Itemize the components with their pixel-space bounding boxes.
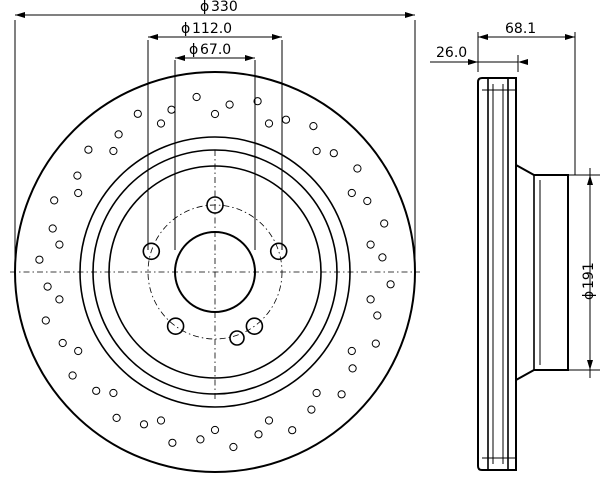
bore-arrow-left [175,55,185,61]
drill-hole [167,105,176,114]
drill-hole [41,316,50,325]
drill-hole [55,295,64,304]
bore-arrow-right [245,55,255,61]
drill-hole [363,196,372,206]
cross-drilled-holes [35,92,395,452]
drill-hole [84,145,93,154]
drill-hole [366,240,375,249]
drill-hole [196,435,205,444]
drill-hole [229,442,238,452]
drill-hole [133,109,142,118]
drill-hole [378,253,387,262]
drill-hole [307,405,316,414]
friction-ring-section [477,77,517,471]
drill-hole [156,119,166,128]
drill-hole [58,338,67,348]
drill-hole [92,386,101,395]
drill-hole [68,371,77,380]
drill-hole [55,240,64,249]
drill-hole [48,224,57,233]
hat-arrow-top [587,175,593,185]
drill-hole [347,188,356,198]
thickness-label: 26.0 [436,45,467,61]
height-label: 68.1 [505,21,536,37]
bore-diameter-symbol: ϕ [189,42,198,58]
drill-hole [43,282,52,291]
drill-hole [109,146,118,156]
drill-hole [73,171,82,180]
hat-arrow-bottom [587,360,593,370]
drill-hole [156,416,166,425]
drill-hole [312,388,321,398]
drill-hole [112,413,121,422]
bolt-circle-label: 112.0 [192,21,232,37]
bolt-circle-arrow-left [148,34,158,40]
od-arrow-left [15,12,25,18]
bolt-circle-arrow-right [272,34,282,40]
bolt-hole [166,317,185,336]
drill-hole [312,146,321,156]
drill-hole [309,122,318,131]
drill-hole [353,164,362,173]
drill-hole [114,130,123,139]
side-view: 68.1 26.0 ϕ 191 [430,21,600,471]
thickness-arrow-right [518,59,528,65]
locating-hole [229,330,245,346]
drill-hole [210,425,220,435]
drill-hole [50,196,59,205]
drill-hole [386,280,395,289]
drill-hole [366,295,375,304]
drill-hole [253,97,262,106]
drill-hole [109,388,118,398]
drill-hole [329,149,338,158]
bolt-hole [269,242,288,261]
drill-hole [254,430,263,439]
height-arrow-left [478,34,488,40]
drill-hole [347,346,356,356]
drill-hole [373,311,382,320]
hat-diameter-symbol: ϕ [581,291,597,300]
bolt-hole [142,242,161,261]
drill-hole [74,346,83,356]
od-diameter-symbol: ϕ [200,0,209,15]
bolt-hole [245,317,264,336]
drill-hole [210,109,220,119]
drill-hole [168,438,177,447]
drill-hole [371,339,380,348]
bolt-hole [206,196,224,214]
drill-hole [192,92,201,102]
drill-hole [139,420,149,429]
drill-hole [264,416,274,425]
drill-hole [225,100,234,109]
drill-hole [264,119,274,128]
drill-hole [74,188,83,198]
od-label: 330 [211,0,238,15]
drill-hole [380,219,389,228]
height-arrow-right [565,34,575,40]
drill-hole [288,426,297,435]
bolt-holes [142,196,288,336]
drill-hole [281,115,291,124]
hat-diameter-label: 191 [581,262,597,289]
front-view: ϕ 330 ϕ 112.0 ϕ 67.0 [10,0,420,473]
thickness-arrow-left [468,59,478,65]
drill-hole [35,255,44,264]
drill-hole [348,364,357,373]
od-arrow-right [405,12,415,18]
hat-section [515,164,569,381]
bolt-circle-diameter-symbol: ϕ [181,21,190,37]
bore-label: 67.0 [200,42,231,58]
drill-hole [337,390,346,399]
